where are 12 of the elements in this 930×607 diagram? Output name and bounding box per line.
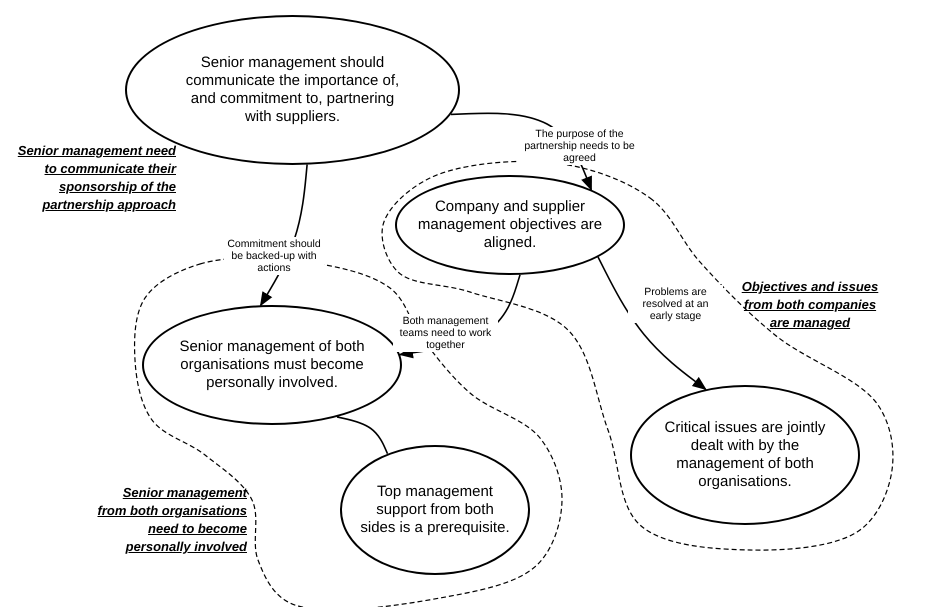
node-text: Company and supplier management objectives are aligned. <box>416 198 604 252</box>
node-text: Senior management should communicate the importance of, and commitment to, partnering with suppliers. <box>184 54 400 126</box>
section-heading: Senior management need to communicate their sponsorship of the partnership approach <box>16 142 176 214</box>
edge-label: Problems are resolved at an early stage <box>628 285 723 323</box>
edge-label: Both management teams need to work together <box>393 314 498 352</box>
edge-label: Commitment should be backed-up with actions <box>224 237 324 275</box>
node-text: Senior management of both organisations must become personally involved. <box>178 338 366 392</box>
node-text: Top management support from both sides is a prerequisite. <box>360 483 510 537</box>
connector-arrow <box>597 256 707 390</box>
region-heading: Objectives and issues from both companies are managed <box>740 278 880 332</box>
region-heading: Senior management from both organisations need to become personally involved <box>96 484 247 556</box>
node-text: Critical issues are jointly dealt with by the management of both organisations. <box>664 419 826 491</box>
